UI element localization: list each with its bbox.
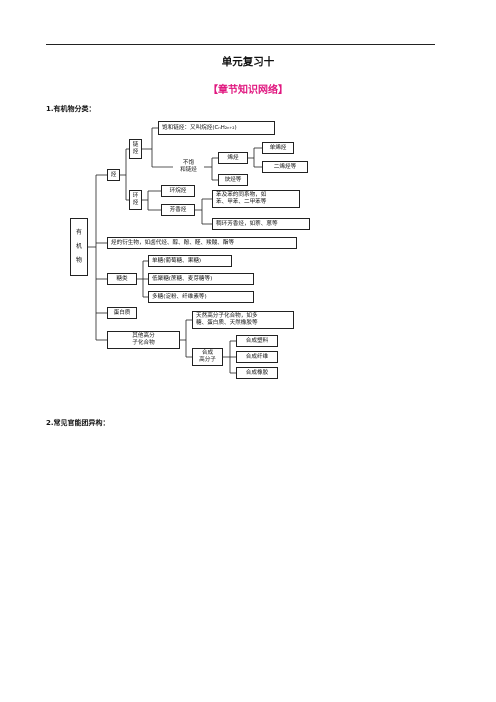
box-diene: 二烯烃等 [262,161,308,173]
header-rule [46,44,435,45]
label-unsaturated: 不饱 和链烃 [180,160,197,173]
box-benzene-homologs: 苯及苯的同系物，如 苯、甲苯、二甲苯等 [212,190,300,208]
box-synthetic-fibers: 合成纤维 [236,351,278,363]
box-saturated-alkane: 饱和链烃：又叫烷烃(CₙH₂ₙ₊₂) [158,121,275,135]
box-polysaccharide: 多糖(淀粉、纤维素等) [148,291,254,303]
box-mono-alkene: 单烯烃 [262,142,294,154]
box-synthetic-polymers: 合成 高分子 [192,348,223,366]
box-synthetic-plastics: 合成塑料 [236,335,278,347]
section-heading-classification: 1.有机物分类： [46,105,96,113]
box-synthetic-rubber: 合成橡胶 [236,367,278,379]
box-aromatic: 芳香烃 [161,204,195,216]
box-fused-aromatic: 稠环芳香烃，如萘、蒽等 [212,218,310,230]
box-hydrocarbon: 烃 [107,169,120,181]
box-alkene: 烯烃 [218,152,248,164]
box-derivatives: 烃的衍生物，如卤代烃、醇、酚、醛、羧酸、酯等 [107,237,297,249]
box-cyclic-hydrocarbon: 环 烃 [129,190,142,210]
box-oligosaccharide: 低聚糖(蔗糖、麦芽糖等) [148,273,254,285]
page-subtitle: 【章节知识网络】 [208,85,288,96]
box-alkyne: 炔烃等 [218,174,248,186]
box-chain-hydrocarbon: 链 烃 [129,139,142,159]
box-natural-polymers: 天然高分子化合物，如多 糖、蛋白质、天然橡胶等 [192,311,294,329]
box-cycloalkane: 环烷烃 [161,185,195,197]
box-sugars: 糖类 [107,273,137,285]
page-title: 单元复习十 [221,56,275,68]
box-protein: 蛋白质 [107,307,137,319]
box-other-polymers: 其他高分 子化合物 [107,331,180,349]
section-heading-isomers: 2.常见官能团异构： [46,419,110,427]
box-organic-compounds: 有 机 物 [70,218,88,276]
box-monosaccharide: 单糖(葡萄糖、果糖) [148,255,232,267]
